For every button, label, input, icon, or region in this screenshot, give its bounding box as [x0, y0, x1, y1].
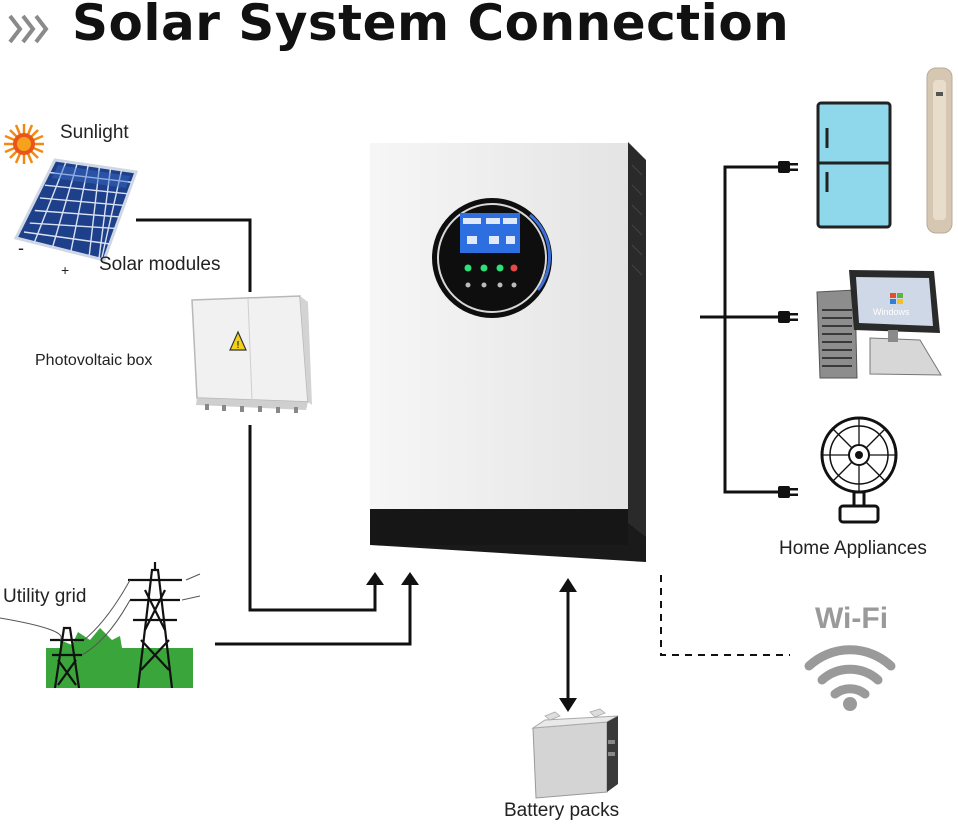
- computer-icon: [816, 270, 942, 379]
- windows-logo-text: Windows: [873, 307, 910, 317]
- home-appliances-label: Home Appliances: [779, 538, 927, 559]
- utility-grid-label: Utility grid: [3, 586, 87, 607]
- transmission-tower-icon: [0, 562, 201, 689]
- pv-arrow-head: [366, 572, 384, 585]
- pv-box-icon: !: [191, 295, 312, 413]
- title-chevrons-icon: [6, 12, 54, 51]
- solar-to-box-line: [136, 218, 252, 292]
- battery-icon: [531, 708, 619, 799]
- grid-arrow-head: [401, 572, 419, 585]
- wifi-icon: [804, 645, 896, 699]
- wifi-label: Wi-Fi: [815, 602, 889, 635]
- grid-to-inverter-line: [215, 582, 412, 646]
- plug-icon-3: [778, 486, 798, 498]
- panel-plus-label: +: [61, 262, 70, 278]
- solar-panel-icon: [13, 158, 139, 262]
- svg-text:!: !: [236, 340, 240, 351]
- wifi-dot: [843, 697, 857, 711]
- fan-icon: [820, 416, 898, 524]
- plug-icon-2: [778, 311, 798, 323]
- sunlight-label: Sunlight: [60, 122, 129, 143]
- panel-minus-label: -: [18, 238, 24, 258]
- plug-icon-1: [778, 161, 798, 173]
- page-title: Solar System Connection: [72, 0, 790, 52]
- solar-modules-label: Solar modules: [99, 254, 221, 275]
- fridge-icon: [816, 101, 892, 229]
- wifi-dashed-line: [660, 575, 790, 656]
- photovoltaic-box-label: Photovoltaic box: [35, 352, 153, 369]
- sun-icon: [4, 124, 44, 164]
- inverter-icon: [370, 142, 646, 562]
- battery-packs-label: Battery packs: [504, 800, 620, 821]
- appliance-bus-lines: [700, 165, 780, 494]
- box-to-inverter-line: [248, 425, 377, 612]
- air-conditioner-icon: [926, 67, 953, 234]
